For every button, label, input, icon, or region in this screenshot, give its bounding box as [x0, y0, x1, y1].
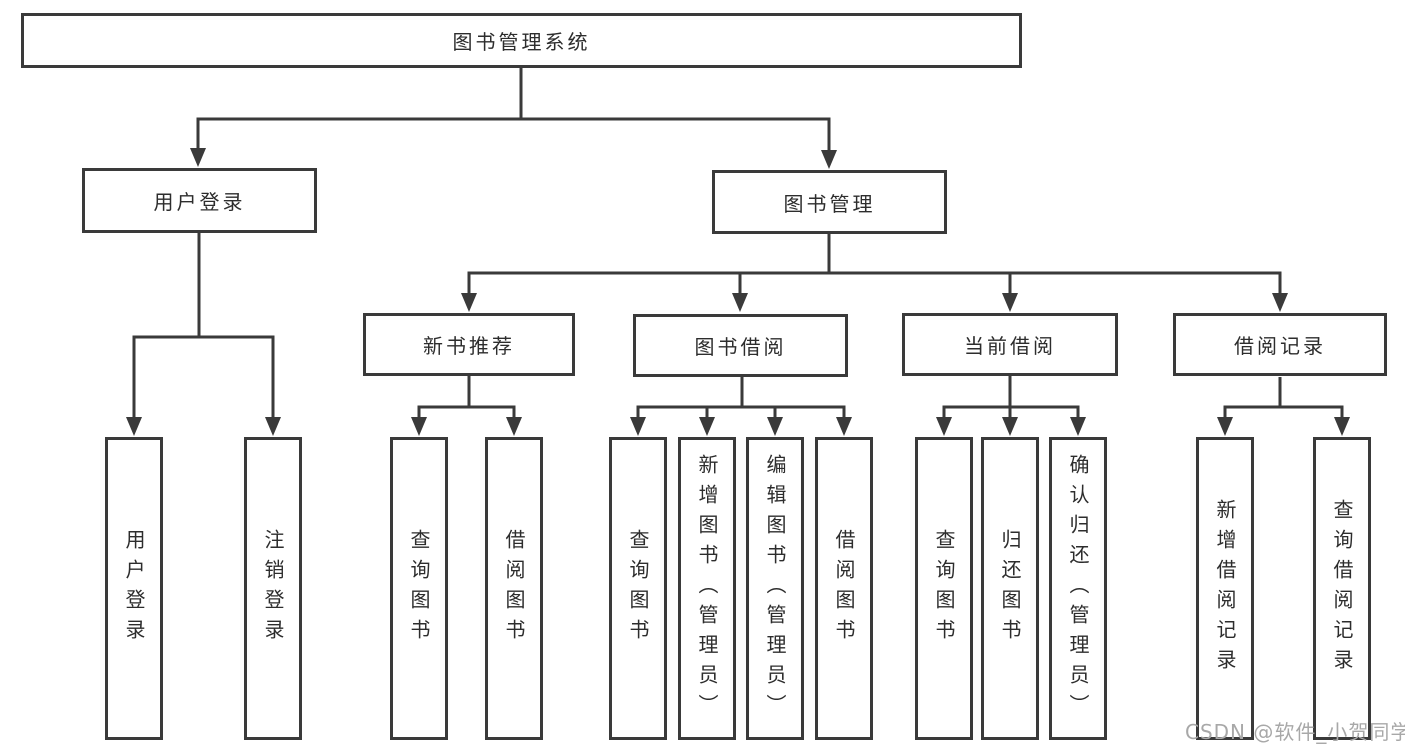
- leaf-edit-book-admin: 编辑图书（管理员）: [746, 437, 804, 740]
- leaf-query-books-borrow-label: 查询图书: [626, 528, 650, 649]
- leaf-borrow-books-recommend: 借阅图书: [485, 437, 543, 740]
- leaf-query-borrow-record-label: 查询借阅记录: [1330, 498, 1354, 679]
- node-borrow-record: 借阅记录: [1173, 313, 1387, 376]
- node-current-borrow-label: 当前借阅: [964, 334, 1056, 358]
- node-root: 图书管理系统: [21, 13, 1022, 68]
- leaf-query-books-recommend-label: 查询图书: [407, 528, 431, 649]
- leaf-user-login-label: 用户登录: [122, 528, 146, 649]
- leaf-add-book-admin-label: 新增图书（管理员）: [695, 453, 719, 724]
- leaf-query-books-current-label: 查询图书: [932, 528, 956, 649]
- arrowheads-current-borrow-leaves: [936, 417, 1086, 436]
- leaf-logout: 注销登录: [244, 437, 302, 740]
- leaf-logout-label: 注销登录: [261, 528, 285, 649]
- node-new-book-recommend: 新书推荐: [363, 313, 575, 376]
- connector-borrow-record-leaves: [1223, 377, 1344, 420]
- connector-current-borrow-leaves: [942, 376, 1080, 420]
- leaf-add-book-admin: 新增图书（管理员）: [678, 437, 736, 740]
- node-book-management: 图书管理: [712, 170, 947, 234]
- arrowheads-user-login-children: [126, 417, 281, 436]
- node-book-borrow-label: 图书借阅: [694, 335, 787, 359]
- leaf-return-book: 归还图书: [981, 437, 1039, 740]
- arrowheads-new-book-leaves: [411, 417, 522, 436]
- arrowheads-borrow-record-leaves: [1217, 417, 1350, 436]
- leaf-borrow-books: 借阅图书: [815, 437, 873, 740]
- connector-user-login-children: [132, 233, 275, 420]
- node-user-login: 用户登录: [82, 168, 317, 233]
- leaf-add-borrow-record-label: 新增借阅记录: [1213, 498, 1237, 679]
- leaf-edit-book-admin-label: 编辑图书（管理员）: [763, 453, 787, 724]
- connector-book-management-children: [467, 234, 1282, 294]
- leaf-user-login: 用户登录: [105, 437, 163, 740]
- arrowheads-book-borrow-leaves: [630, 417, 852, 436]
- leaf-add-borrow-record: 新增借阅记录: [1196, 437, 1254, 740]
- leaf-query-books-borrow: 查询图书: [609, 437, 667, 740]
- node-book-borrow: 图书借阅: [633, 314, 848, 377]
- node-new-book-recommend-label: 新书推荐: [423, 334, 515, 358]
- node-user-login-label: 用户登录: [153, 190, 246, 214]
- leaf-borrow-books-label: 借阅图书: [832, 528, 856, 649]
- leaf-return-book-label: 归还图书: [998, 528, 1022, 649]
- leaf-confirm-return-admin: 确认归还（管理员）: [1049, 437, 1107, 740]
- leaf-confirm-return-admin-label: 确认归还（管理员）: [1066, 453, 1090, 724]
- arrowheads-book-management-children: [461, 293, 1288, 312]
- leaf-query-books-recommend: 查询图书: [390, 437, 448, 740]
- leaf-query-books-current: 查询图书: [915, 437, 973, 740]
- node-borrow-record-label: 借阅记录: [1234, 334, 1326, 358]
- connector-book-borrow-leaves: [636, 377, 846, 420]
- arrowheads-level2: [190, 148, 837, 169]
- node-book-management-label: 图书管理: [783, 191, 876, 216]
- node-root-label: 图书管理系统: [452, 30, 591, 54]
- watermark: CSDN @软件_小贺同学: [1185, 720, 1405, 744]
- connector-new-book-leaves: [417, 376, 516, 420]
- connector-root-to-level2: [196, 68, 831, 153]
- node-current-borrow: 当前借阅: [902, 313, 1118, 376]
- leaf-borrow-books-recommend-label: 借阅图书: [502, 528, 526, 649]
- leaf-query-borrow-record: 查询借阅记录: [1313, 437, 1371, 740]
